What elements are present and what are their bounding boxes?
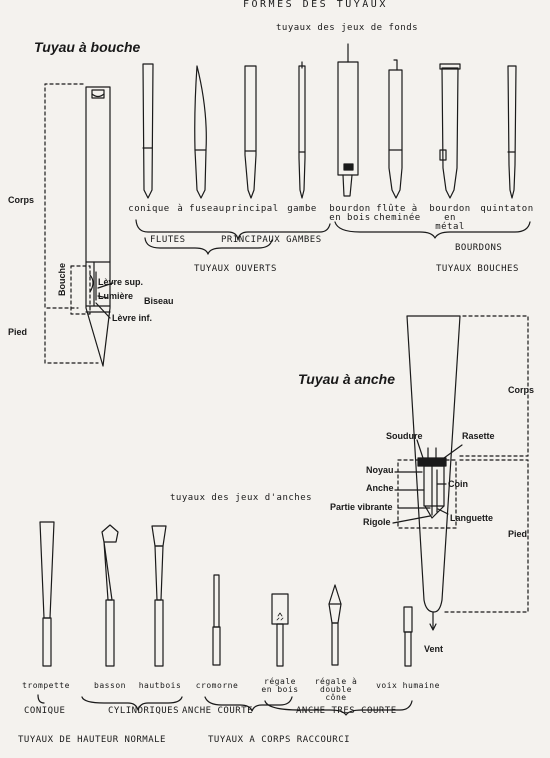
group-flutes: FLUTES	[150, 235, 186, 245]
reed-anche-label: Anche	[366, 483, 394, 493]
fonds-pipe-name: bourdon en bois	[329, 204, 371, 223]
reed-pipe-heading: Tuyau à anche	[298, 371, 396, 387]
anches-pipe-name: hautbois	[138, 681, 182, 690]
anches-group-braces	[37, 694, 413, 716]
reed-coin-label: Coin	[448, 479, 468, 489]
flue-bouche-label: Bouche	[57, 262, 67, 296]
anches-pipe-drawings	[39, 521, 413, 667]
fonds-pipe-name: à fuseau	[177, 204, 225, 214]
flue-corps-label: Corps	[8, 195, 35, 205]
group-principaux-gambes: PRINCIPAUX GAMBES	[221, 235, 322, 245]
anches-pipe-name: basson	[94, 681, 126, 690]
group-anche-tres-courte: ANCHE TRES COURTE	[296, 706, 397, 716]
fonds-pipe-name: gambe	[287, 204, 317, 214]
anches-pipe-name: voix humaine	[376, 681, 440, 690]
reed-corps-label: Corps	[508, 385, 535, 395]
reed-pipe-drawing	[392, 315, 529, 631]
reed-rasette-label: Rasette	[462, 431, 495, 441]
flue-pied-label: Pied	[8, 327, 28, 337]
group-anche-courte: ANCHE COURTE	[182, 706, 254, 716]
group-corps-raccourci: TUYAUX A CORPS RACCOURCI	[208, 735, 351, 745]
anches-pipe-name: trompette	[22, 681, 70, 690]
flue-lumiere-label: Lumière	[98, 291, 134, 301]
fonds-pipe-drawings	[142, 43, 517, 199]
fonds-pipe-name: bourdon en métal	[429, 204, 471, 232]
group-cylindriques: CYLINDRIQUES	[108, 706, 180, 716]
reed-rigole-label: Rigole	[363, 517, 391, 527]
subtitle-anches: tuyaux des jeux d'anches	[170, 493, 313, 503]
flue-levre-inf-label: Lèvre inf.	[112, 313, 153, 323]
flue-levre-sup-label: Lèvre sup.	[98, 277, 144, 287]
flue-pipe-heading: Tuyau à bouche	[34, 39, 141, 55]
anches-pipe-name: cromorne	[195, 681, 239, 690]
reed-languette-label: Languette	[450, 513, 494, 523]
fonds-group-braces	[135, 219, 531, 255]
fonds-pipe-name: flûte à cheminée	[373, 204, 421, 223]
anches-pipe-name: régale en bois	[261, 677, 299, 694]
fonds-pipe-name: principal	[225, 204, 279, 214]
group-conique: CONIQUE	[24, 706, 66, 716]
group-tuyaux-ouverts: TUYAUX OUVERTS	[194, 264, 277, 274]
reed-soudure-label: Soudure	[386, 431, 423, 441]
anches-pipe-name: régale à double cône	[314, 677, 358, 702]
group-bourdons: BOURDONS	[455, 243, 503, 253]
group-tuyaux-bouches: TUYAUX BOUCHES	[436, 264, 519, 274]
subtitle-fonds: tuyaux des jeux de fonds	[276, 23, 419, 33]
fonds-pipe-name: quintaton	[480, 204, 534, 214]
reed-vent-label: Vent	[424, 644, 444, 654]
flue-pipe-drawing	[44, 83, 114, 367]
flue-biseau-label: Biseau	[144, 296, 174, 306]
reed-partie-vibrante-label: Partie vibrante	[330, 502, 393, 512]
group-hauteur-normale: TUYAUX DE HAUTEUR NORMALE	[18, 735, 166, 745]
page-title: FORMES DES TUYAUX	[243, 0, 388, 10]
reed-pied-label: Pied	[508, 529, 528, 539]
fonds-pipe-name: conique	[128, 204, 170, 214]
reed-noyau-label: Noyau	[366, 465, 394, 475]
